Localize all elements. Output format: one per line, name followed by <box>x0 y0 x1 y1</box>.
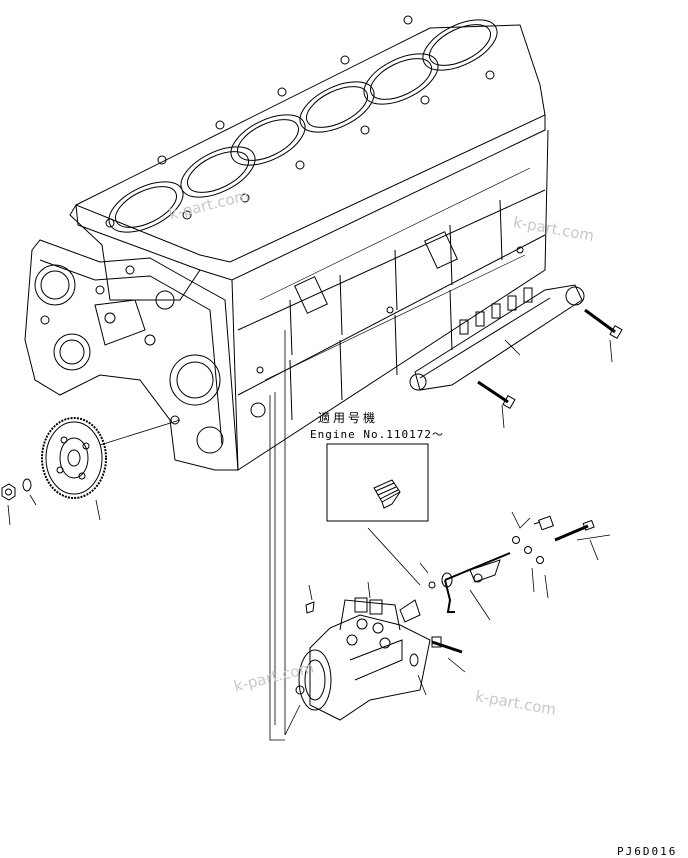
inset-frame <box>326 443 429 522</box>
pin-key <box>305 601 315 614</box>
applicable-engines-label: 適用号機 <box>318 411 379 425</box>
mounting-bolt <box>431 636 463 654</box>
mounting-washer <box>409 653 419 667</box>
drawing-code: PJ6D016 <box>617 845 678 858</box>
leader-lines <box>7 330 613 741</box>
inset-plug-part <box>373 479 401 509</box>
o-ring <box>428 581 436 589</box>
fitting-connector <box>554 519 595 542</box>
pump-drive-gear <box>41 417 107 499</box>
cylinder-block <box>69 15 549 471</box>
engine-serial-label: Engine No.110172～ <box>310 428 444 441</box>
fuel-rail <box>409 284 623 410</box>
banjo-bolt-upper <box>533 515 554 531</box>
gear-washer <box>22 478 32 492</box>
front-plate <box>24 239 239 471</box>
gear-nut <box>1 483 16 501</box>
fuel-pipe <box>441 552 511 613</box>
injection-pump <box>295 597 431 721</box>
gasket-washers <box>512 536 544 564</box>
